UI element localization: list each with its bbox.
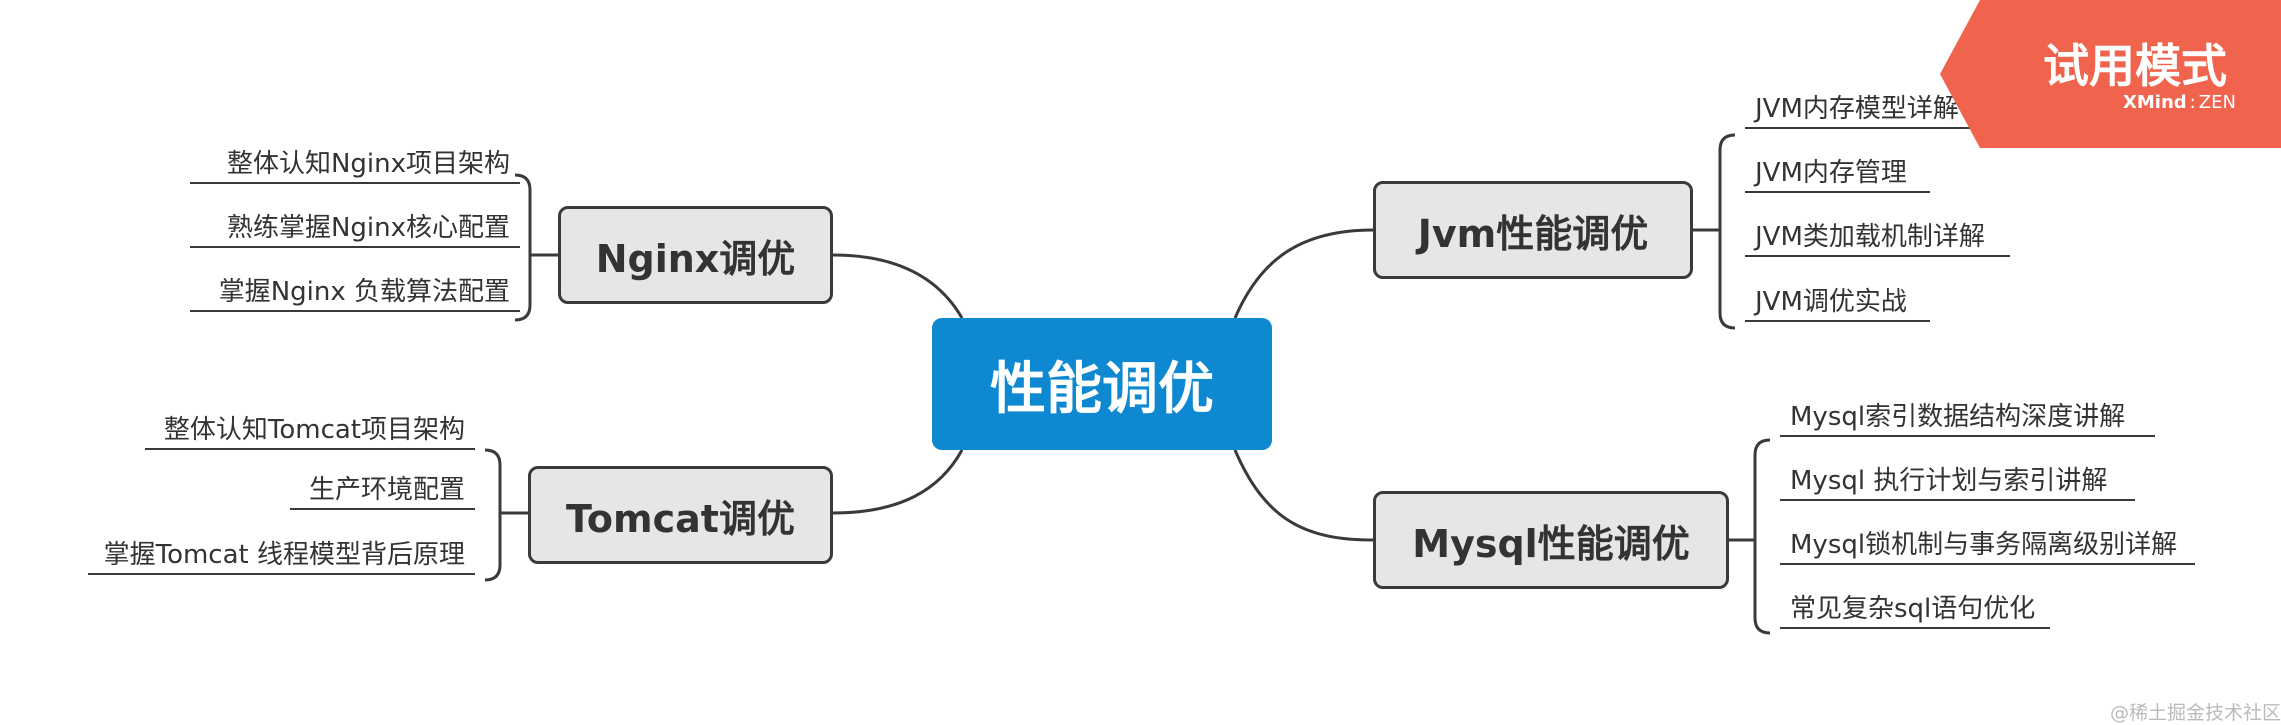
jvm-leaf-2[interactable]: JVM内存管理 xyxy=(1745,155,1930,193)
trial-badge-shape xyxy=(1940,0,2281,148)
node-jvm[interactable]: Jvm性能调优 xyxy=(1373,181,1693,279)
mysql-leaf-1[interactable]: Mysql索引数据结构深度讲解 xyxy=(1780,399,2155,437)
link-root-jvm xyxy=(1233,228,1374,319)
nginx-leaf-2[interactable]: 熟练掌握Nginx核心配置 xyxy=(190,210,520,248)
mysql-leaf-3[interactable]: Mysql锁机制与事务隔离级别详解 xyxy=(1780,527,2195,565)
xmind-brand: XMind xyxy=(2123,92,2187,113)
nginx-leaf-1[interactable]: 整体认知Nginx项目架构 xyxy=(190,146,520,184)
node-mysql[interactable]: Mysql性能调优 xyxy=(1373,491,1729,589)
link-mysql-bracket xyxy=(1729,438,1771,635)
mysql-leaf-2[interactable]: Mysql 执行计划与索引讲解 xyxy=(1780,463,2135,501)
link-nginx-bracket xyxy=(514,173,558,322)
tomcat-leaf-2[interactable]: 生产环境配置 xyxy=(290,472,475,510)
jvm-leaf-4[interactable]: JVM调优实战 xyxy=(1745,284,1930,322)
watermark: @稀土掘金技术社区 xyxy=(2110,702,2281,724)
mysql-leaf-4[interactable]: 常见复杂sql语句优化 xyxy=(1780,591,2050,629)
tomcat-leaf-3[interactable]: 掌握Tomcat 线程模型背后原理 xyxy=(88,537,475,575)
node-nginx[interactable]: Nginx调优 xyxy=(558,206,833,304)
central-topic[interactable]: 性能调优 xyxy=(932,318,1272,450)
link-root-nginx xyxy=(832,253,964,319)
link-root-mysql xyxy=(1233,449,1374,542)
nginx-leaf-3[interactable]: 掌握Nginx 负载算法配置 xyxy=(190,274,520,312)
link-root-tomcat xyxy=(832,449,964,515)
link-tomcat-bracket xyxy=(484,448,528,582)
node-tomcat[interactable]: Tomcat调优 xyxy=(528,466,833,564)
trial-badge-label: 试用模式 xyxy=(2043,39,2227,93)
jvm-leaf-1[interactable]: JVM内存模型详解 xyxy=(1745,91,1985,129)
tomcat-leaf-1[interactable]: 整体认知Tomcat项目架构 xyxy=(145,412,475,450)
link-jvm-bracket xyxy=(1693,133,1736,330)
xmind-edition: ZEN xyxy=(2198,92,2236,113)
jvm-leaf-3[interactable]: JVM类加载机制详解 xyxy=(1745,219,2010,257)
trial-badge-brand: XMind:ZEN xyxy=(2123,92,2236,113)
